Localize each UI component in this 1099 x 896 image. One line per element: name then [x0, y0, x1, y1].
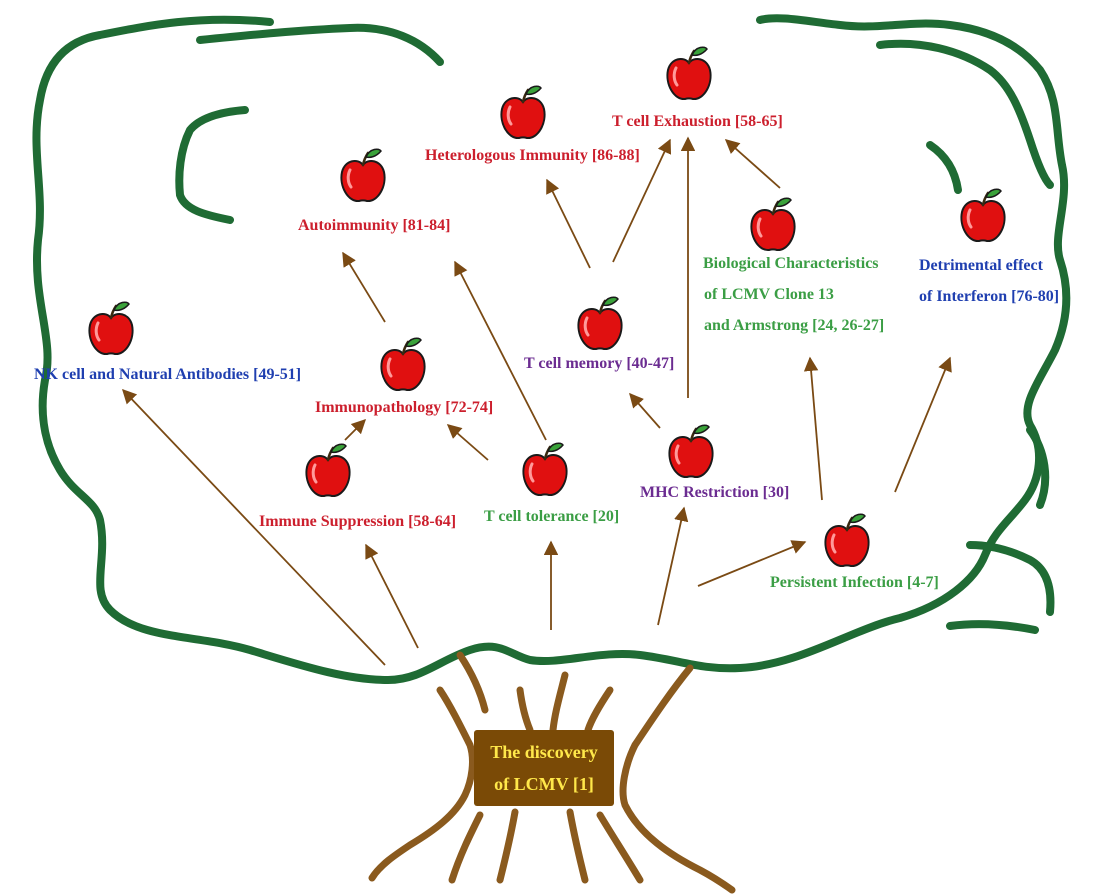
- arrow-tolerance-to-autoimmunity: [454, 260, 547, 441]
- arrow-immune-suppression-to-immunopathology: [344, 418, 367, 441]
- arrow-root-to-immune-suppression: [365, 543, 419, 649]
- apple-icon-nk-cell: [87, 300, 135, 356]
- apple-icon-immunopathology: [379, 336, 427, 392]
- apple-icon-autoimmunity: [339, 147, 387, 203]
- apple-icon-t-cell-exhaustion: [665, 45, 713, 101]
- label-autoimmunity: Autoimmunity [81-84]: [298, 217, 451, 234]
- label-biological-characteristics-line-3: and Armstrong [24, 26-27]: [704, 317, 885, 334]
- arrow-persistent-to-biological-characteristics: [803, 356, 823, 501]
- canopy-outline: [32, 14, 1071, 684]
- apple-icon-t-cell-memory: [576, 295, 624, 351]
- root-line-1: The discovery: [490, 742, 598, 762]
- relationship-arrows: [122, 136, 952, 666]
- arrow-memory-to-heterologous-immunity: [546, 178, 591, 269]
- label-biological-characteristics-line-2: of LCMV Clone 13: [704, 286, 834, 303]
- arrow-root-to-persistent-infection: [697, 540, 807, 587]
- arrow-biological-to-t-cell-exhaustion: [724, 139, 781, 189]
- apple-icon-persistent-infection: [823, 512, 871, 568]
- apple-markers: [87, 45, 1007, 568]
- apple-icon-biological-characteristics: [749, 196, 797, 252]
- root-box-discovery-of-lcmv: The discovery of LCMV [1]: [474, 730, 614, 806]
- label-heterologous-immunity: Heterologous Immunity [86-88]: [425, 147, 640, 164]
- label-t-cell-exhaustion: T cell Exhaustion [58-65]: [612, 113, 783, 130]
- label-biological-characteristics-line-1: Biological Characteristics: [703, 255, 879, 272]
- arrow-memory-to-t-cell-exhaustion: [612, 138, 672, 263]
- label-nk-cell-natural-antibodies: NK cell and Natural Antibodies [49-51]: [34, 366, 302, 383]
- tree-trunk: [368, 651, 736, 894]
- arrow-root-to-mhc-restriction: [657, 506, 689, 626]
- label-persistent-infection: Persistent Infection [4-7]: [770, 574, 939, 591]
- label-immunopathology: Immunopathology [72-74]: [315, 399, 494, 416]
- arrow-mhc-to-t-cell-memory: [629, 392, 661, 429]
- arrow-tolerance-to-immunopathology: [446, 424, 489, 461]
- apple-icon-mhc-restriction: [667, 423, 715, 479]
- label-immune-suppression: Immune Suppression [58-64]: [259, 513, 457, 530]
- apple-icon-heterologous-immunity: [499, 84, 547, 140]
- label-t-cell-memory: T cell memory [40-47]: [524, 355, 675, 372]
- label-detrimental-effect-line-2: of Interferon [76-80]: [919, 288, 1060, 305]
- arrow-immunopathology-to-autoimmunity: [342, 251, 386, 323]
- apple-icon-immune-suppression: [304, 442, 352, 498]
- label-t-cell-tolerance: T cell tolerance [20]: [484, 508, 620, 525]
- arrow-persistent-to-detrimental-effect: [894, 356, 952, 493]
- apple-icon-t-cell-tolerance: [521, 441, 569, 497]
- root-line-2: of LCMV [1]: [494, 774, 594, 794]
- arrow-root-to-nk-cell: [122, 388, 386, 666]
- label-mhc-restriction: MHC Restriction [30]: [640, 484, 790, 501]
- label-detrimental-effect-line-1: Detrimental effect: [919, 257, 1043, 274]
- apple-icon-detrimental-effect: [959, 187, 1007, 243]
